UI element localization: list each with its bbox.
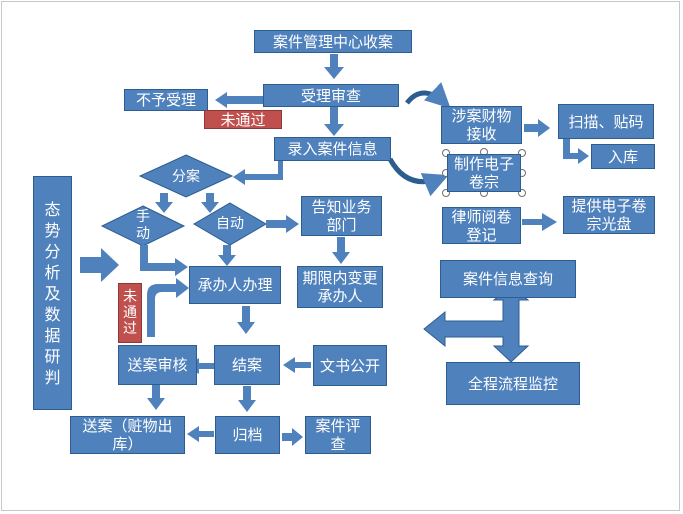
warehouse-elbow-arrow	[563, 139, 589, 164]
review-to-reject-arrow	[215, 92, 264, 108]
change-handler-box: 期限内变更承办人	[297, 266, 383, 308]
archive-box: 归档	[215, 416, 280, 454]
not-passed-badge-top: 未通过	[204, 110, 282, 129]
notify-to-change-arrow	[332, 237, 350, 264]
lawyer-to-disc-arrow	[522, 213, 557, 231]
close-case-box: 结案	[214, 345, 280, 385]
send-review-to-send-out-arrow	[147, 385, 165, 410]
doc-to-close-arrow	[283, 357, 311, 373]
reject-box: 不予受理	[124, 89, 208, 111]
entry-to-split-arrow	[233, 161, 283, 185]
provide-disc-box: 提供电子卷宗光盘	[563, 196, 655, 234]
split-label: 分案	[172, 168, 200, 185]
intake-to-review-arrow	[324, 54, 344, 79]
auto-to-handler-arrow	[218, 245, 236, 266]
not-passed-return-arrow	[147, 278, 189, 337]
auto-to-notify-arrow	[266, 215, 299, 233]
handler-box: 承办人办理	[189, 266, 281, 304]
trend-arrow	[80, 248, 119, 282]
not-passed-badge-left: 未通过	[118, 283, 142, 343]
auto-label: 自动	[216, 215, 244, 232]
review-to-entry-arrow	[324, 107, 344, 136]
e-dossier-box: 制作电子卷宗	[447, 154, 521, 192]
split-to-manual-arrow	[155, 193, 173, 213]
review-box: 受理审查	[263, 84, 399, 107]
split-decision-diamond	[138, 154, 234, 198]
case-evaluation-box: 案件评查	[305, 416, 371, 454]
archive-to-send-out-arrow	[187, 426, 214, 442]
entry-to-dossier-curve	[387, 157, 449, 197]
trend-analysis-box: 态势分析及数据研判	[33, 176, 72, 410]
scan-label-box: 扫描、贴码	[558, 104, 654, 139]
send-out-box: 送案（赃物出库）	[70, 416, 185, 454]
monitor-fourway-arrow	[423, 285, 530, 363]
case-query-box: 案件信息查询	[440, 260, 576, 298]
lawyer-reading-box: 律师阅卷登记	[442, 207, 521, 244]
review-to-property-curve	[405, 82, 451, 109]
manual-to-handler-arrow	[140, 245, 188, 276]
archive-to-evaluation-arrow	[282, 428, 303, 446]
process-monitor-box: 全程流程监控	[446, 362, 580, 405]
close-to-archive-arrow	[238, 386, 256, 412]
send-review-box: 送案审核	[118, 345, 197, 385]
notify-dept-box: 告知业务部门	[301, 196, 382, 236]
warehouse-box: 入库	[591, 144, 655, 169]
manual-label: 手动	[136, 209, 150, 242]
intake-box: 案件管理中心收案	[254, 30, 412, 53]
scan-arrow	[524, 119, 550, 137]
handler-to-close-arrow	[237, 306, 255, 334]
property-receipt-box: 涉案财物接收	[441, 106, 522, 144]
split-to-auto-arrow	[201, 193, 219, 213]
doc-publish-box: 文书公开	[313, 345, 387, 386]
entry-box: 录入案件信息	[274, 137, 391, 161]
